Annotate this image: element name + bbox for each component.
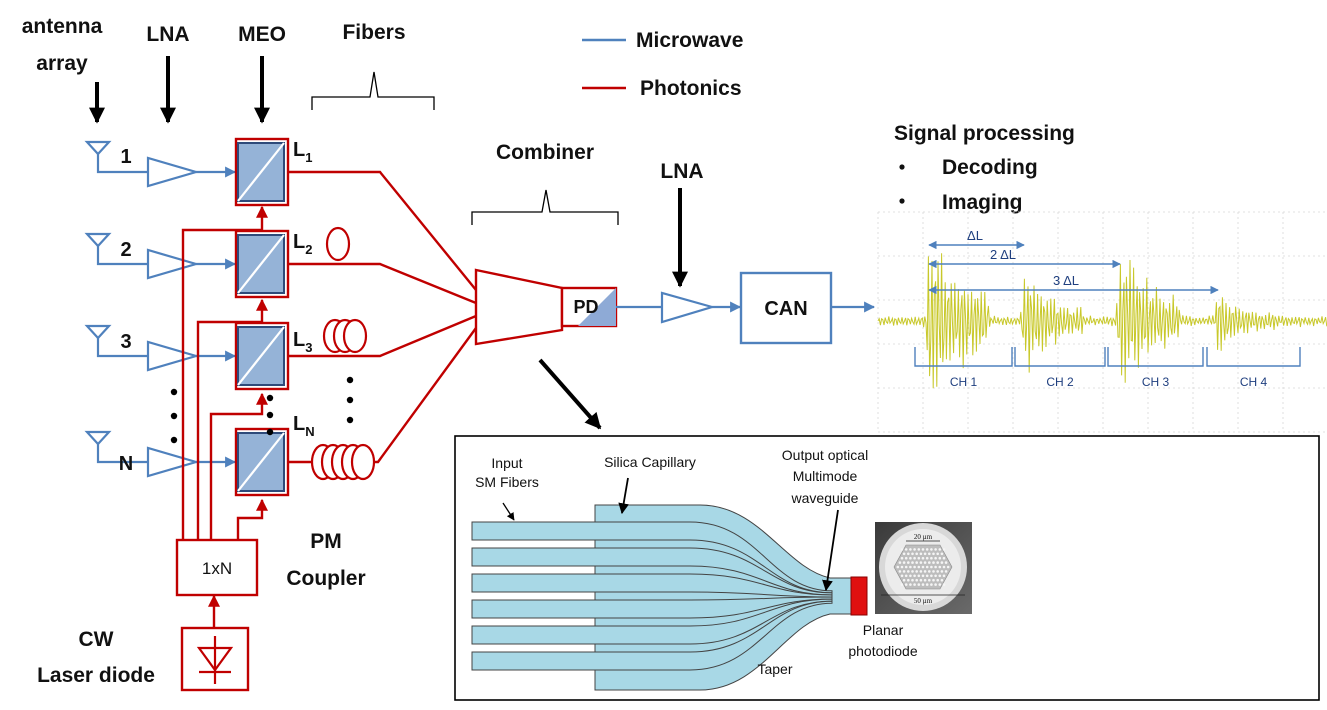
channel-row-2: 2 L2 xyxy=(84,229,312,299)
diode-icon xyxy=(196,636,234,684)
ellipsis-dots xyxy=(170,376,354,444)
channel-bracket-label: CH 4 xyxy=(1240,375,1268,389)
coupler-label-line2: Coupler xyxy=(286,567,365,590)
lna-triangle xyxy=(146,446,200,478)
inset-fiber-bundle xyxy=(471,504,853,691)
bullet-decoding: Decoding xyxy=(942,156,1038,179)
lna-label: LNA xyxy=(146,23,189,46)
antenna-label-line2: array xyxy=(36,52,88,75)
inset-output-line2: Multimode xyxy=(793,468,858,484)
channel-label: 1 xyxy=(120,146,131,168)
laser-label-line2: Laser diode xyxy=(37,664,155,687)
antenna-label-line1: antenna xyxy=(22,15,103,38)
antenna-icon xyxy=(84,324,112,340)
lna-output-label: LNA xyxy=(660,160,703,183)
antenna-icon xyxy=(84,140,112,156)
fiber-length-label: L1 xyxy=(293,139,312,165)
inset-output-line1: Output optical xyxy=(782,447,868,463)
combiner-taper xyxy=(474,268,564,346)
laser-label-line1: CW xyxy=(79,628,114,651)
channel-row-4: N LN xyxy=(84,413,315,497)
antenna-icon xyxy=(84,430,112,446)
combiner-brace xyxy=(471,189,619,225)
channel-row-3: 3 L3 xyxy=(84,321,312,391)
channel-label: 3 xyxy=(120,331,131,353)
lna-output-triangle xyxy=(660,291,716,324)
inset-capillary-label: Silica Capillary xyxy=(604,454,696,470)
delay-marker-label: 3 ΔL xyxy=(1053,273,1079,288)
channel-bracket-label: CH 1 xyxy=(950,375,978,389)
channel-label: 2 xyxy=(120,239,131,261)
lna-triangle xyxy=(146,340,200,372)
fiber-lines xyxy=(288,170,477,464)
fiber-coils xyxy=(310,226,376,481)
inset-input-line1: Input xyxy=(491,455,522,471)
legend-photonics-label: Photonics xyxy=(640,77,742,100)
legend-microwave-label: Microwave xyxy=(636,29,743,52)
fibers-label: Fibers xyxy=(342,21,405,44)
splitter-label: 1xN xyxy=(202,559,232,578)
channel-rows: 1 L1 2 L2 3 L3N LN xyxy=(84,137,315,497)
oscilloscope-trace: ΔL 2 ΔL 3 ΔL CH 1 CH 2 CH 3 CH 4 xyxy=(877,211,1327,433)
antenna-icon xyxy=(84,232,112,248)
delay-marker-label: 2 ΔL xyxy=(990,247,1016,262)
inset-input-line2: SM Fibers xyxy=(475,474,539,490)
fibers-brace xyxy=(311,71,435,110)
lna-triangle xyxy=(146,248,200,280)
pd-shade xyxy=(578,288,616,326)
fiber-length-label: L3 xyxy=(293,329,312,355)
can-label: CAN xyxy=(764,298,807,320)
waveguide-micrograph: 20 µm 50 µm xyxy=(875,522,972,614)
coupler-label-line1: PM xyxy=(310,530,342,553)
bullet-imaging: Imaging xyxy=(942,191,1023,214)
planar-photodiode xyxy=(850,576,868,616)
inset-photodiode-line2: photodiode xyxy=(848,643,918,659)
channel-label: N xyxy=(119,453,133,475)
channel-row-1: 1 L1 xyxy=(84,137,312,207)
delay-marker-label: ΔL xyxy=(967,228,983,243)
signal-processing-title: Signal processing xyxy=(894,122,1075,145)
fiber-length-label: L2 xyxy=(293,231,312,257)
pd-label: PD xyxy=(573,297,598,317)
fiber-length-label: LN xyxy=(293,413,315,439)
channel-bracket-label: CH 3 xyxy=(1142,375,1170,389)
bullet-dot-1 xyxy=(899,164,905,170)
inset-photodiode-line1: Planar xyxy=(863,622,904,638)
inset-taper-label: Taper xyxy=(757,661,792,677)
top-arrows xyxy=(89,56,688,430)
bullet-dot-2 xyxy=(899,198,905,204)
lna-triangle xyxy=(146,156,200,188)
micro-bottom-scale: 50 µm xyxy=(914,597,933,605)
inset-output-line3: waveguide xyxy=(791,490,859,506)
splitter-box xyxy=(175,538,259,597)
micro-top-scale: 20 µm xyxy=(914,533,933,541)
combiner-label: Combiner xyxy=(496,141,594,164)
optical-distribution xyxy=(181,205,268,627)
channel-bracket-label: CH 2 xyxy=(1046,375,1074,389)
meo-label: MEO xyxy=(238,23,286,46)
